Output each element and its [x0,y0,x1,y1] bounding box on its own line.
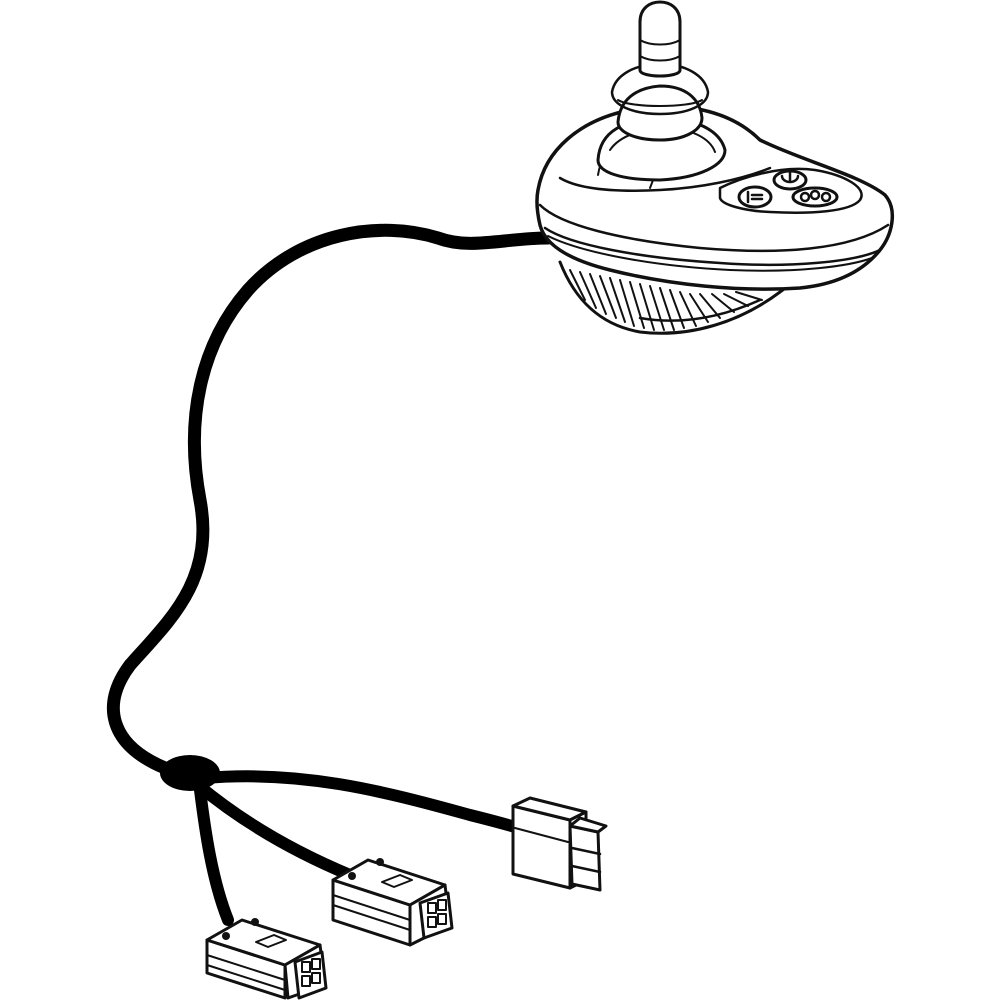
button-panel [718,167,863,214]
connector-bottom [205,918,328,1000]
horn-button-icon [737,185,773,209]
main-cable [106,223,555,775]
joystick-knob [638,0,682,78]
power-button-icon [772,169,808,191]
speed-button-icon [791,186,839,208]
connector-icon [511,796,608,892]
connector-icon [205,918,328,1000]
connector-icon [331,858,454,947]
joystick-controller-icon [535,0,894,335]
connector-middle [331,858,454,947]
branch-cables [192,770,521,926]
connector-large [511,796,608,892]
joystick-boot [596,62,727,182]
